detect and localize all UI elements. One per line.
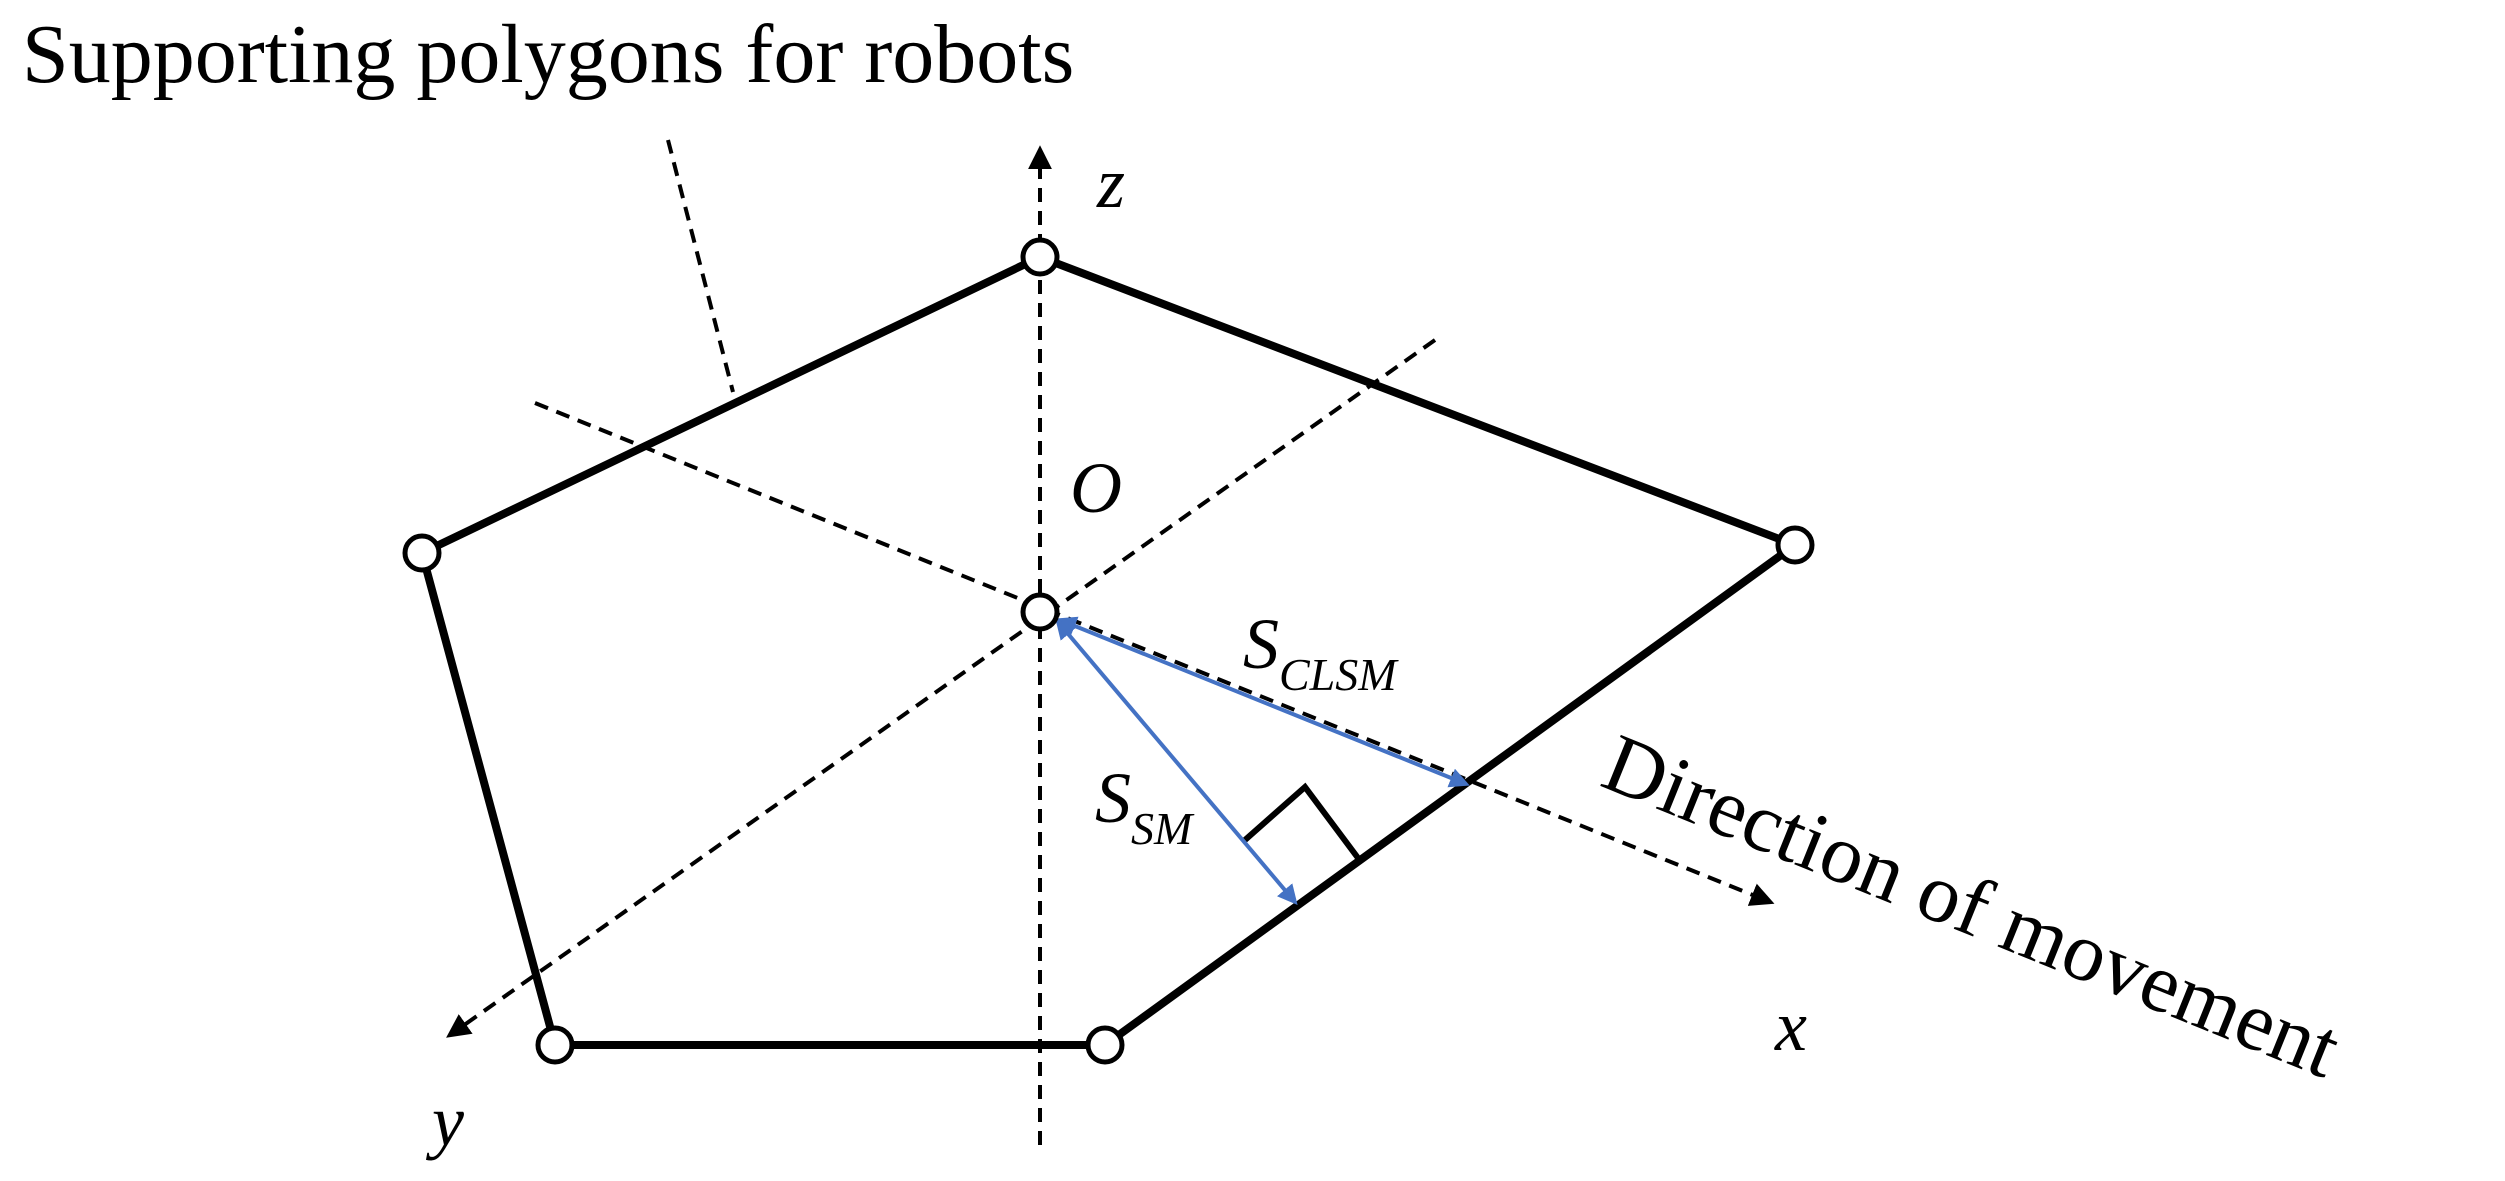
vertex-right bbox=[1775, 525, 1815, 565]
right-angle-marker bbox=[1243, 782, 1361, 860]
x-axis-label: x bbox=[1774, 986, 1807, 1066]
vertex-bottom-left bbox=[535, 1025, 575, 1065]
origin-point bbox=[1020, 592, 1060, 632]
y-axis-label: y bbox=[425, 1081, 464, 1161]
s-clsm-sub: CLSM bbox=[1279, 649, 1399, 700]
s-clsm-label: SCLSM bbox=[1243, 604, 1399, 700]
polygon-vertices bbox=[402, 237, 1815, 1065]
s-sm-sub: SM bbox=[1131, 803, 1195, 854]
origin-label: O bbox=[1070, 448, 1122, 528]
s-sm-arrow bbox=[1055, 618, 1298, 906]
y-axis bbox=[446, 338, 1437, 1038]
direction-of-movement-axis bbox=[534, 401, 1775, 906]
title-leader-line bbox=[666, 139, 735, 393]
s-sm-main: S bbox=[1095, 758, 1131, 838]
vertex-top bbox=[1020, 237, 1060, 277]
s-clsm-main: S bbox=[1243, 604, 1279, 684]
vertex-left bbox=[402, 533, 442, 573]
vertex-bottom-right bbox=[1085, 1025, 1125, 1065]
supporting-polygon bbox=[417, 252, 1804, 1049]
s-sm-label: SSM bbox=[1095, 758, 1195, 854]
z-axis-label: z bbox=[1096, 143, 1125, 223]
direction-of-movement-label: Direction of movement bbox=[1591, 716, 2353, 1096]
diagram-title: Supporting polygons for robots bbox=[22, 8, 1074, 101]
